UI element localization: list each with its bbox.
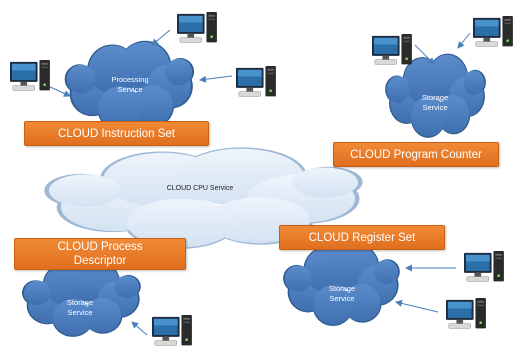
arrow-pc-to-storage-bottom-left [131,321,148,336]
desktop-computer-icon [472,15,513,47]
desktop-computer-icon [151,314,193,346]
desktop-computer-icon [9,59,51,91]
arrow-pc-to-storage-top-right-right [457,32,471,49]
desktop-computer-icon [445,297,487,329]
storage-service-text-bottom-left: Storage Service [66,298,94,317]
arrow-pc-to-storage-top-right-left [414,44,435,65]
processing-service-text: Processing Service [111,75,149,94]
arrow-pc-to-processing-right [199,75,233,83]
storage-service-text-bottom-right: Storage Service [328,284,356,303]
desktop-computer-icon [463,250,505,282]
arrow-pc-to-processing-top [151,29,171,46]
arrow-pc-to-processing-left [47,85,71,97]
arrow-pc-to-storage-bottom-right-bottom [395,299,439,313]
register-set-label: CLOUD Register Set [279,225,445,250]
instruction-set-label: CLOUD Instruction Set [24,121,209,146]
storage-service-text-top-right: Storage Service [421,93,449,112]
desktop-computer-icon [235,65,277,97]
desktop-computer-icon [176,11,218,43]
desktop-computer-icon [371,33,413,65]
cpu-service-text: CLOUD CPU Service [166,185,234,192]
program-counter-label: CLOUD Program Counter [333,142,499,167]
process-descriptor-label: CLOUD Process Descriptor [14,238,186,270]
